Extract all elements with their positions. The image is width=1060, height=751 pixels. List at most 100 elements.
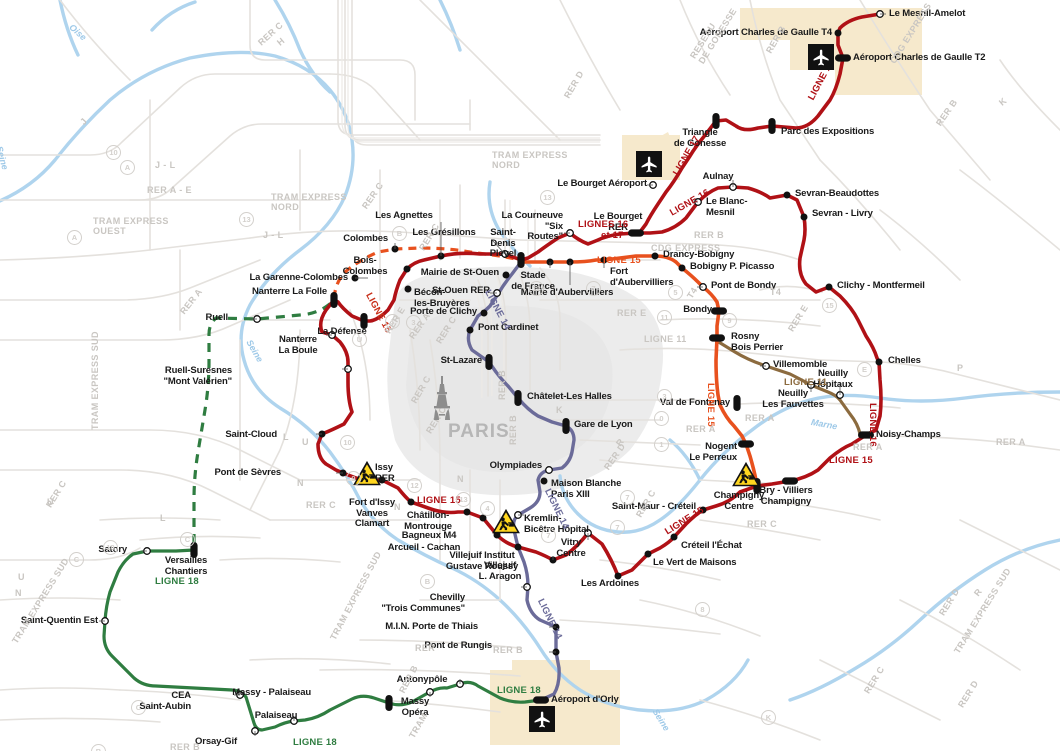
eiffel-tower-icon [434, 376, 450, 420]
station-marker[interactable] [783, 191, 791, 199]
station-marker[interactable] [404, 285, 412, 293]
station-label: Saint-Cloud [225, 429, 277, 440]
station-marker[interactable] [651, 252, 659, 260]
background-rail-label: RER [415, 643, 436, 653]
station-label: Rosny Bois Perrier [731, 331, 784, 353]
line-badge: B [420, 574, 435, 589]
station-marker[interactable] [540, 477, 548, 485]
station-marker[interactable] [678, 264, 686, 272]
station-marker[interactable] [835, 54, 851, 62]
station-label: Parc des Expositions [781, 126, 875, 137]
station-marker[interactable] [782, 477, 798, 485]
ligne-16-17-red [316, 12, 883, 578]
station-marker[interactable] [485, 354, 493, 370]
station-marker[interactable] [480, 309, 488, 317]
station-label: Issy RER [375, 462, 395, 484]
line-badge: 3 [657, 389, 672, 404]
station-label: Palaiseau [254, 710, 298, 721]
station-marker[interactable] [875, 358, 883, 366]
station-marker[interactable] [466, 326, 474, 334]
station-marker[interactable] [378, 476, 386, 484]
line-badge: E [857, 362, 872, 377]
background-rail-label: N [394, 502, 401, 512]
station-marker[interactable] [738, 440, 754, 448]
station-label: Chelles [888, 355, 921, 366]
station-label: Kremlin- Bicêtre Hôpital [524, 513, 589, 535]
background-rail-label: RER A - E [147, 185, 192, 195]
station-marker[interactable] [699, 506, 707, 514]
label-leaders [99, 13, 886, 736]
background-rail-label: LIGNE 11 [644, 334, 687, 344]
station-label: Chevilly "Trois Communes" [381, 592, 465, 614]
station-label: Fort d'Aubervilliers [610, 266, 674, 288]
station-marker[interactable] [479, 514, 487, 522]
line-badge: 10 [106, 145, 121, 160]
station-marker[interactable] [768, 118, 776, 134]
station-label: Le Bourget RER [593, 211, 643, 233]
station-marker[interactable] [670, 533, 678, 541]
station-label: Saint-Quentin Est [20, 615, 98, 626]
station-marker[interactable] [825, 283, 833, 291]
station-label: Pont de Rungis [424, 640, 492, 651]
station-marker[interactable] [514, 390, 522, 406]
station-label: Neuilly Hôpitaux [813, 368, 853, 390]
station-marker[interactable] [858, 431, 874, 439]
background-rail-label: U [18, 572, 25, 582]
line-badge: 13 [456, 492, 471, 507]
line-label: LIGNE 15 [705, 383, 716, 427]
station-label: Clichy - Montfermeil [837, 280, 925, 291]
station-marker[interactable] [709, 334, 725, 342]
background-rail-label: U [47, 497, 54, 507]
station-marker[interactable] [463, 508, 471, 516]
station-marker[interactable] [190, 542, 198, 558]
station-label: Pont Cardinet [478, 322, 539, 333]
station-label: Ruell-Suresnes "Mont Valérien" [163, 365, 232, 387]
station-label: Les Ardoines [580, 578, 640, 589]
station-marker[interactable] [514, 543, 522, 551]
station-marker[interactable] [614, 572, 622, 580]
airplane-icon [808, 44, 834, 70]
ligne-18-dashed [192, 299, 335, 543]
station-label: Drancy-Bobigny [663, 249, 735, 260]
station-marker[interactable] [517, 252, 525, 268]
station-marker[interactable] [545, 466, 553, 474]
background-rail-label: TRAM EXPRESS OUEST [93, 216, 169, 236]
line-label: LIGNES 16 [578, 219, 629, 230]
station-marker[interactable] [360, 313, 368, 329]
station-marker[interactable] [502, 271, 510, 279]
background-rail-label: T4 [770, 287, 782, 297]
station-marker[interactable] [644, 550, 652, 558]
station-marker[interactable] [733, 395, 741, 411]
station-marker[interactable] [712, 113, 720, 129]
station-label: Nanterre La Boule [278, 334, 318, 356]
station-label: Porte de Clichy [410, 306, 477, 317]
background-rail-label: N [297, 478, 304, 488]
line-badge: B [392, 226, 407, 241]
construction-works-icon [732, 461, 760, 487]
station-label: Châtelet-Les Halles [527, 391, 612, 402]
station-label: Aulnay [702, 171, 734, 182]
station-label: St-Lazare [440, 355, 483, 366]
line-badge: 1 [385, 314, 400, 329]
station-marker[interactable] [403, 265, 411, 273]
line-badge: 4 [480, 501, 495, 516]
line-badge: 12 [407, 478, 422, 493]
station-marker[interactable] [533, 696, 549, 704]
station-marker[interactable] [628, 229, 644, 237]
station-marker[interactable] [385, 695, 393, 711]
station-marker[interactable] [711, 307, 727, 315]
background-rail-label: RER B [497, 369, 507, 400]
background-rail-label: L [160, 513, 166, 523]
station-marker[interactable] [834, 29, 842, 37]
station-marker[interactable] [330, 292, 338, 308]
airplane-icon [529, 706, 555, 732]
station-marker[interactable] [800, 213, 808, 221]
station-marker[interactable] [562, 418, 570, 434]
station-marker[interactable] [407, 498, 415, 506]
airplane-icon [636, 151, 662, 177]
line-badge: C [131, 700, 146, 715]
paris-city-label: PARIS [448, 421, 510, 442]
station-label: Sevran - Livry [812, 208, 873, 219]
